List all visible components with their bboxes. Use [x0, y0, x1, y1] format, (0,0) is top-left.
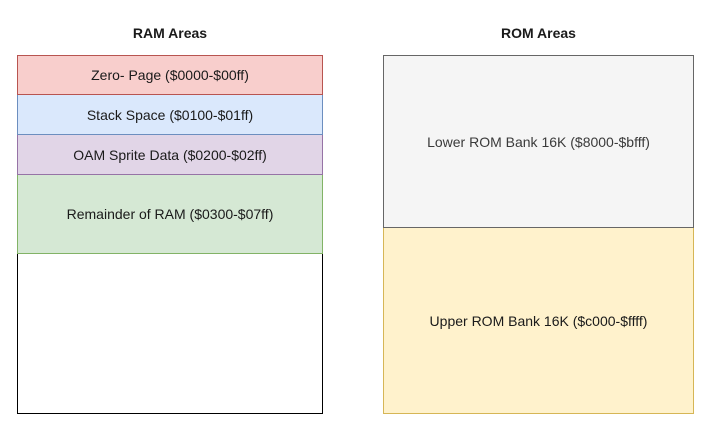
rom-areas-title: ROM Areas — [501, 25, 576, 41]
rom-upper-bank-label: Upper ROM Bank 16K ($c000-$ffff) — [429, 312, 648, 329]
ram-oam-sprite-data-block: OAM Sprite Data ($0200-$02ff) — [17, 134, 323, 175]
ram-stack-space-label: Stack Space ($0100-$01ff) — [86, 106, 254, 123]
ram-areas-title: RAM Areas — [132, 25, 208, 41]
ram-remainder-block: Remainder of RAM ($0300-$07ff) — [17, 174, 323, 254]
ram-remainder-label: Remainder of RAM ($0300-$07ff) — [66, 206, 274, 222]
ram-empty-region — [17, 253, 323, 414]
rom-lower-bank-block: Lower ROM Bank 16K ($8000-$bfff) — [383, 55, 694, 228]
ram-stack-space-block: Stack Space ($0100-$01ff) — [17, 94, 323, 135]
ram-oam-sprite-data-label: OAM Sprite Data ($0200-$02ff) — [73, 146, 267, 163]
rom-lower-bank-label: Lower ROM Bank 16K ($8000-$bfff) — [427, 133, 650, 150]
ram-zero-page-block: Zero- Page ($0000-$00ff) — [17, 55, 323, 95]
rom-upper-bank-block: Upper ROM Bank 16K ($c000-$ffff) — [383, 227, 694, 414]
ram-zero-page-label: Zero- Page ($0000-$00ff) — [91, 67, 249, 83]
